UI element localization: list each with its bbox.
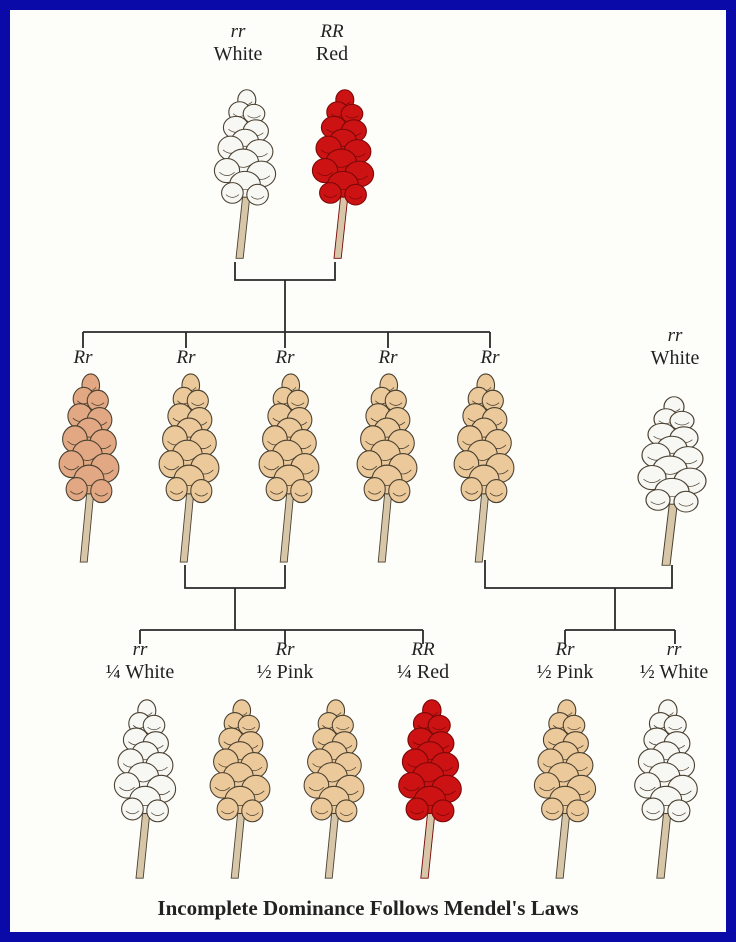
- backcross-pink-flower: [520, 698, 610, 880]
- f2-white-label: rr ¼ White: [80, 640, 200, 683]
- f1-flower-4: [343, 372, 431, 564]
- parent-white-label: rr White: [198, 22, 278, 65]
- f1-label-2: Rr: [161, 348, 211, 369]
- fraction: ¼ White: [80, 661, 200, 683]
- f2-red-label: RR ¼ Red: [365, 640, 481, 683]
- genotype: RR: [365, 640, 481, 661]
- backcross-white-flower: [620, 698, 712, 880]
- f1-label-3: Rr: [260, 348, 310, 369]
- parent-cross-bracket: [235, 262, 335, 280]
- phenotype: White: [198, 43, 278, 65]
- genotype: Rr: [363, 348, 413, 369]
- genotype: rr: [198, 22, 278, 43]
- f1-flower-3: [245, 372, 333, 564]
- parent-white-flower: [200, 88, 290, 260]
- fraction: ½ Pink: [510, 661, 620, 683]
- phenotype: Red: [292, 43, 372, 65]
- f2-pink-flower-2: [290, 698, 378, 880]
- genotype: Rr: [58, 348, 108, 369]
- genotype: Rr: [465, 348, 515, 369]
- f1-flower-2: [145, 372, 233, 564]
- figure-caption: Incomplete Dominance Follows Mendel's La…: [10, 896, 726, 921]
- genotype: Rr: [161, 348, 211, 369]
- f1-drops: [83, 332, 490, 348]
- fraction: ½ Pink: [225, 661, 345, 683]
- f1-label-1: Rr: [58, 348, 108, 369]
- f1-label-5: Rr: [465, 348, 515, 369]
- f1-label-4: Rr: [363, 348, 413, 369]
- parent-red-flower: [298, 88, 388, 260]
- f1-flower-5: [440, 372, 528, 564]
- parent-red-label: RR Red: [292, 22, 372, 65]
- genotype: rr: [630, 326, 720, 347]
- genotype: Rr: [510, 640, 620, 661]
- backcross-pink-label: Rr ½ Pink: [510, 640, 620, 683]
- fraction: ½ White: [622, 661, 726, 683]
- genotype: Rr: [225, 640, 345, 661]
- genotype: RR: [292, 22, 372, 43]
- genotype: rr: [622, 640, 726, 661]
- self-cross-bracket: [185, 565, 285, 588]
- genotype: rr: [80, 640, 200, 661]
- f2-pink-flower-1: [196, 698, 284, 880]
- f2-red-flower: [384, 698, 476, 880]
- testcross-white-flower: [622, 395, 722, 567]
- f2-white-flower: [100, 698, 190, 880]
- phenotype: White: [630, 347, 720, 369]
- fraction: ¼ Red: [365, 661, 481, 683]
- f2-pink-label: Rr ½ Pink: [225, 640, 345, 683]
- f1-flower-1: [45, 372, 133, 564]
- backcross-white-label: rr ½ White: [622, 640, 726, 683]
- diagram-panel: rr White RR Red Rr Rr Rr Rr Rr rr White …: [10, 10, 726, 932]
- testcross-parent-label: rr White: [630, 326, 720, 369]
- genotype: Rr: [260, 348, 310, 369]
